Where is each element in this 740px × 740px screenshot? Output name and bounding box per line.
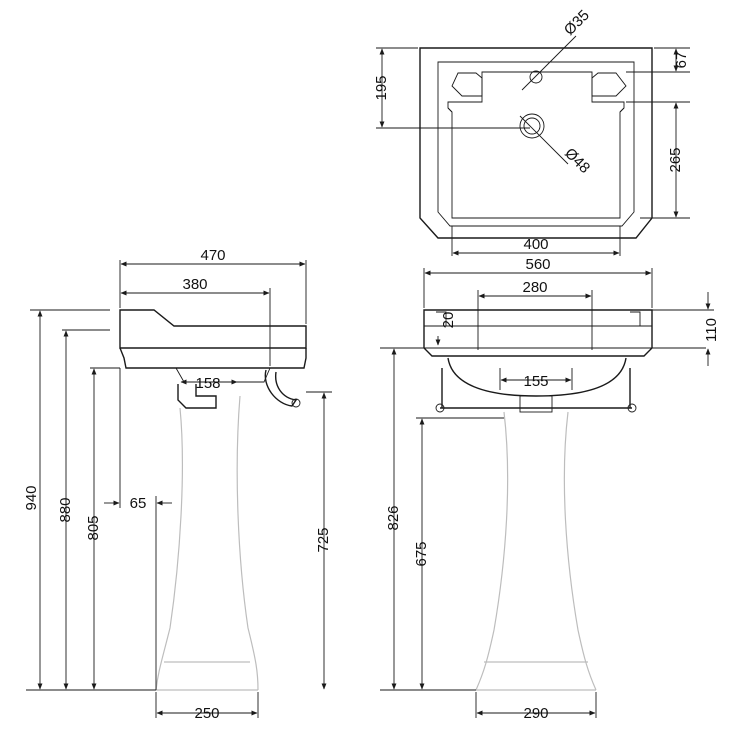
dim-overall-height: 940 [23,485,40,510]
dim-front-bracket: 155 [523,373,548,390]
dim-front-pedestal-base: 290 [523,705,548,722]
side-dimensions: 470 380 158 940 880 805 65 725 250 [23,247,332,722]
dim-waste-hole: Ø48 [561,145,593,177]
dim-rim-thickness: 20 [440,312,457,329]
plan-view [419,47,653,239]
dim-front-width: 560 [525,256,550,273]
dim-bowl-depth-plan: 265 [667,147,684,172]
dim-tap-hole: Ø35 [561,7,593,39]
dim-front-rim-depth: 110 [703,318,720,342]
dim-back-shelf: 67 [673,52,690,69]
front-view [423,309,653,691]
side-view [119,309,307,691]
dim-bracket-width: 158 [195,375,220,392]
dim-side-pedestal-base: 250 [194,705,219,722]
dim-bowl-width-plan: 400 [523,236,548,253]
front-dimensions: 560 280 20 110 155 826 675 290 [380,256,720,722]
tap-hole [529,70,543,84]
dim-bowl-underside-height: 805 [85,515,102,540]
dim-towel-rail-height: 725 [315,527,332,552]
dim-side-depth: 470 [200,247,225,264]
dim-front-height: 826 [385,505,402,530]
dim-inner-depth: 380 [182,276,207,293]
dim-waste-offset: 65 [130,495,147,512]
waste-hole [519,113,545,139]
dim-basin-overhang: 195 [373,75,390,100]
dim-rim-height: 880 [57,497,74,522]
dim-tap-span: 280 [522,279,547,296]
dim-front-rail-height: 675 [413,541,430,566]
